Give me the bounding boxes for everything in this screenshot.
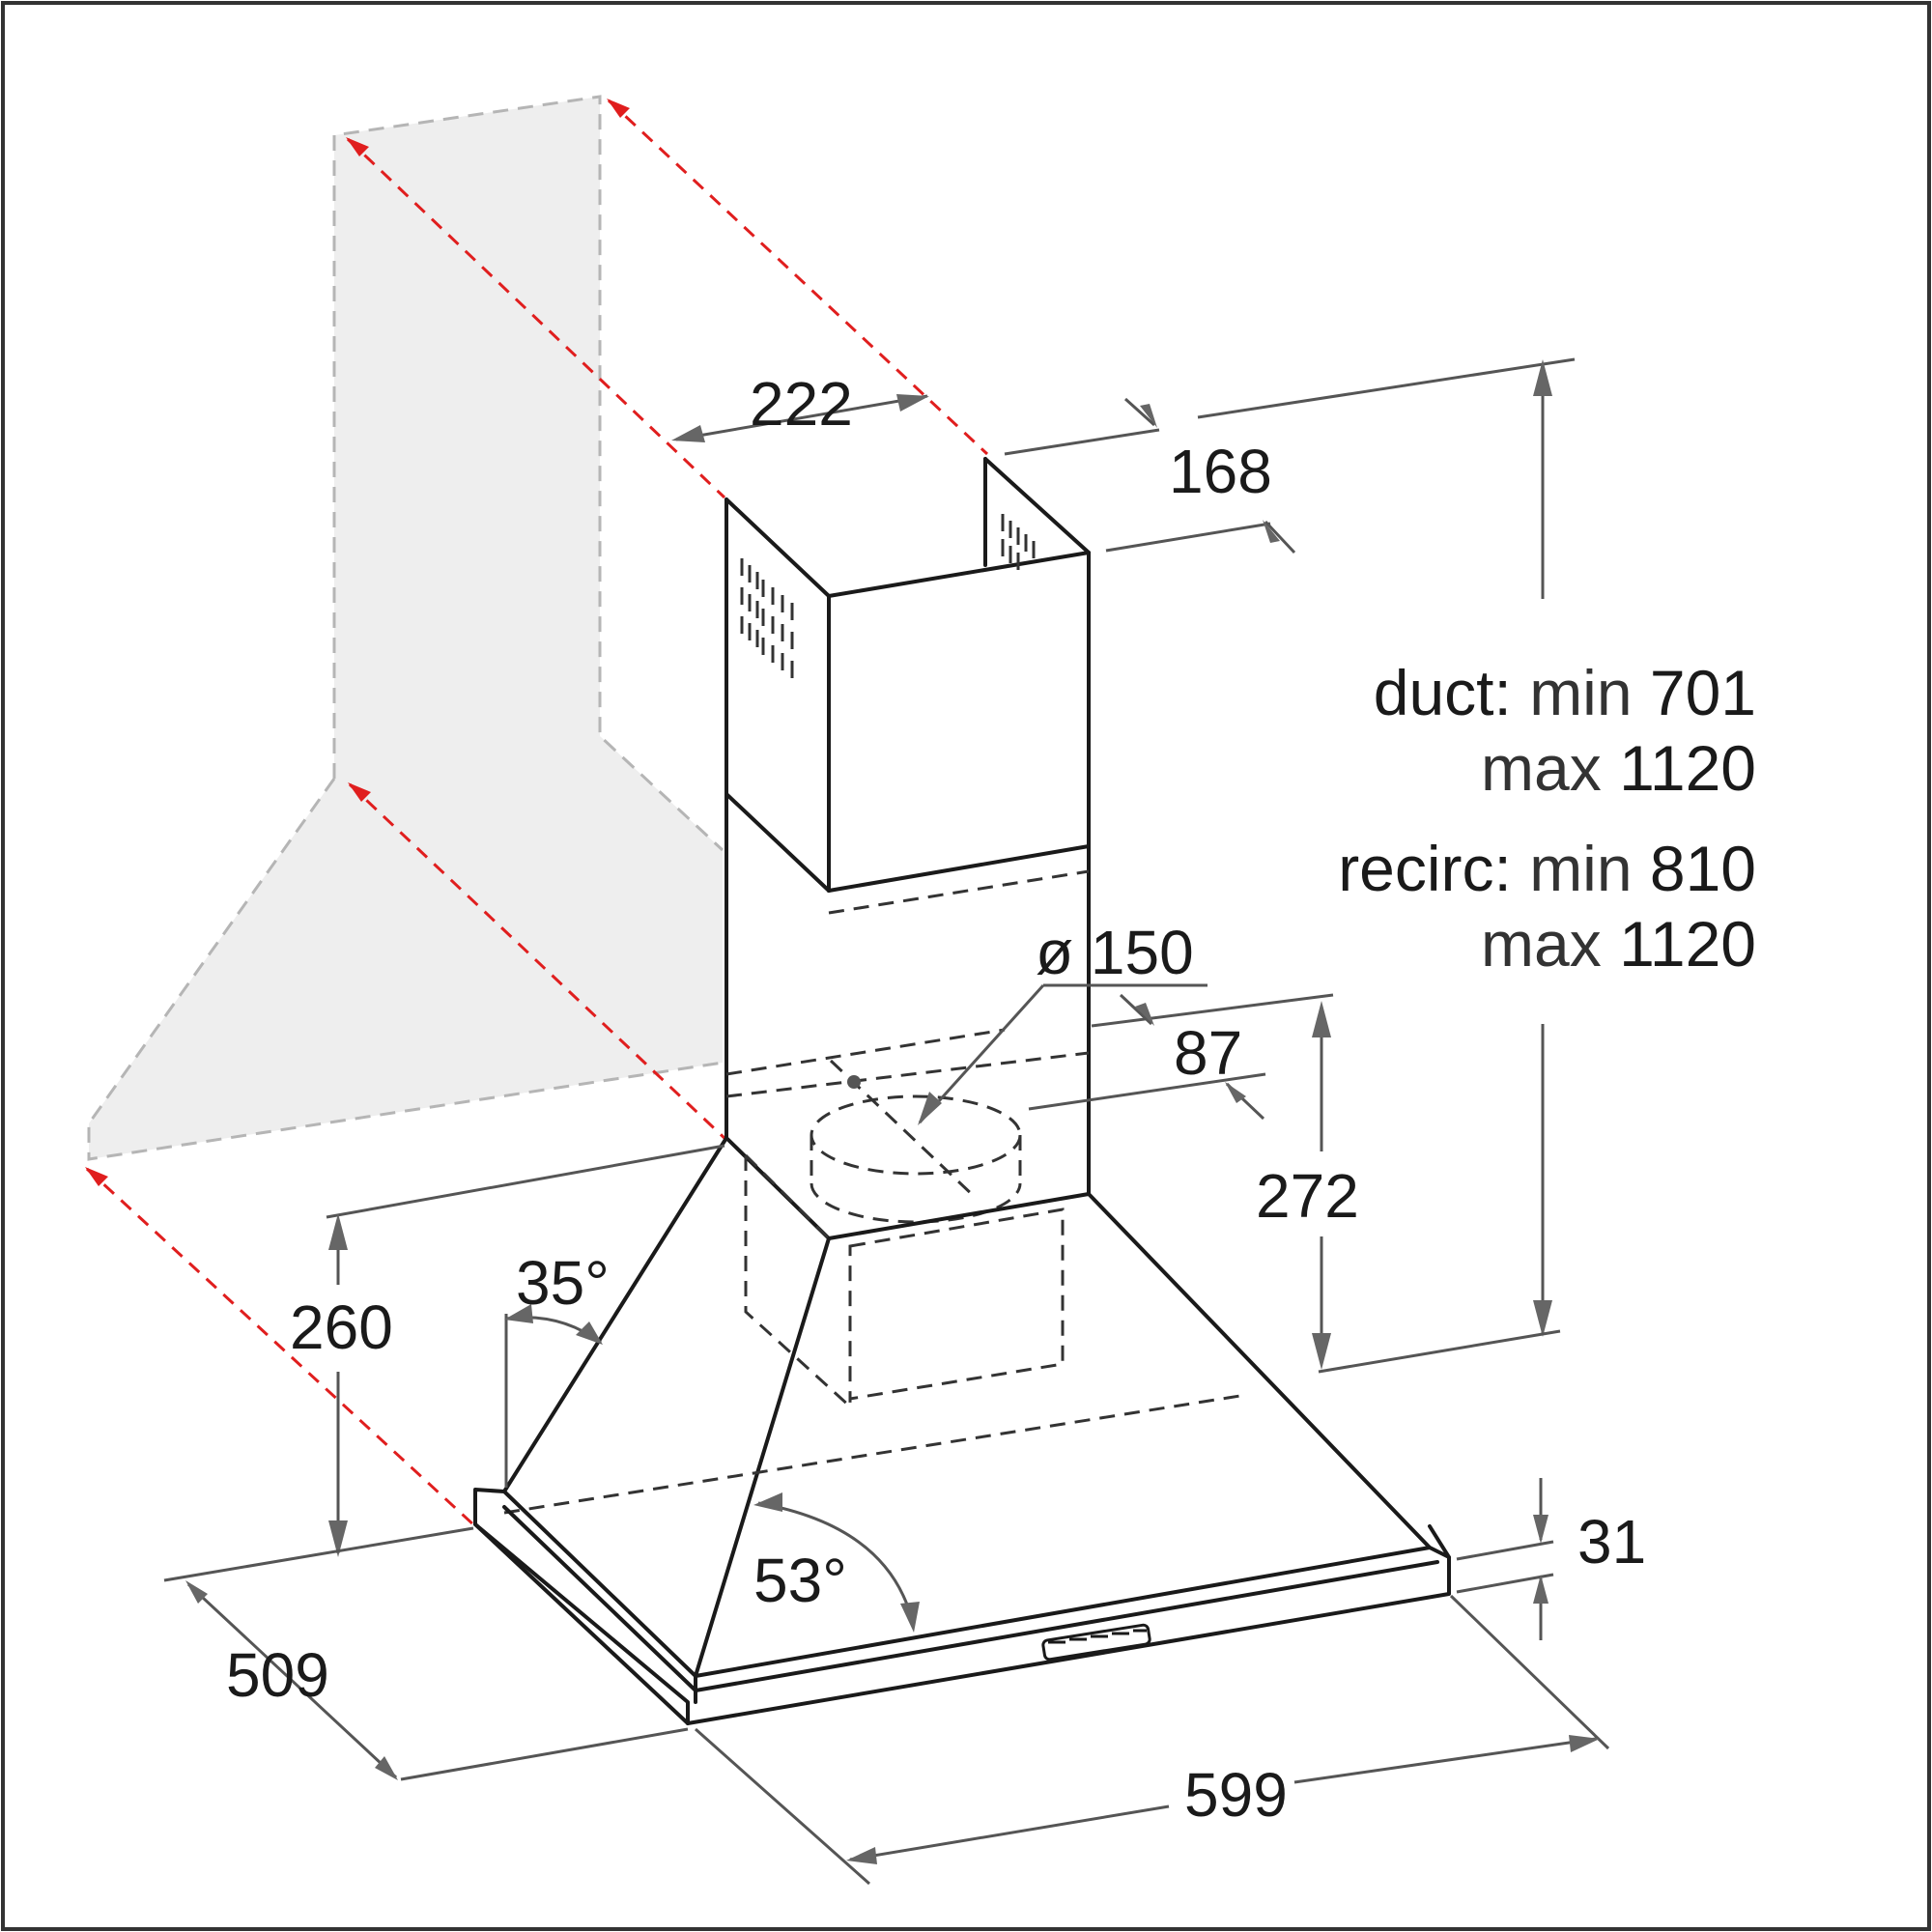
chimney-depth-label: 168: [1169, 437, 1272, 506]
red-guide-lines: [85, 99, 989, 1528]
dimension-labels: 222 168 ø 150 87 272 260 35° 53° 31 509 …: [226, 369, 1646, 1830]
lower-chimney: [724, 792, 1091, 1196]
body-height-label: 272: [1256, 1161, 1359, 1231]
front-angle-label: 53°: [753, 1546, 847, 1615]
chimney-width-label: 222: [750, 369, 853, 439]
depth-label: 509: [226, 1640, 329, 1710]
outlet-circle: [810, 1059, 1022, 1224]
vent-slots-icon: [740, 514, 1036, 678]
duct-min-label: min: [1529, 657, 1650, 728]
recirc-max-label: max: [1481, 908, 1619, 980]
duct-min-line: duct: min 701: [1374, 657, 1756, 728]
upper-chimney: [724, 457, 1091, 893]
duct-max-value: 1120: [1619, 732, 1756, 804]
canopy: [473, 1488, 1451, 1725]
width-label: 599: [1184, 1760, 1288, 1830]
duct-label: duct:: [1374, 657, 1529, 728]
ghost-silhouette: [87, 95, 724, 1161]
hood-body: [502, 1028, 1432, 1678]
recirc-min-label: min: [1529, 833, 1650, 904]
recirc-min-line: recirc: min 810: [1338, 833, 1756, 904]
duct-max-label: max: [1481, 732, 1619, 804]
hood-height-label: 260: [290, 1293, 393, 1362]
height-specs: duct: min 701 max 1120 recirc: min 810 m…: [1338, 657, 1756, 980]
control-buttons-icon: [1041, 1623, 1151, 1662]
duct-min-value: 701: [1650, 657, 1756, 728]
canopy-thickness-label: 31: [1577, 1507, 1646, 1577]
recirc-label: recirc:: [1338, 833, 1529, 904]
recirc-max-value: 1120: [1619, 908, 1756, 980]
side-angle-label: 35°: [516, 1248, 610, 1318]
outlet-offset-label: 87: [1174, 1018, 1242, 1088]
duct-max-line: max 1120: [1481, 732, 1756, 804]
recirc-min-value: 810: [1650, 833, 1756, 904]
recirc-max-line: max 1120: [1481, 908, 1756, 980]
dimension-lines: [163, 357, 1610, 1886]
outlet-diameter-label: ø 150: [1036, 918, 1194, 987]
